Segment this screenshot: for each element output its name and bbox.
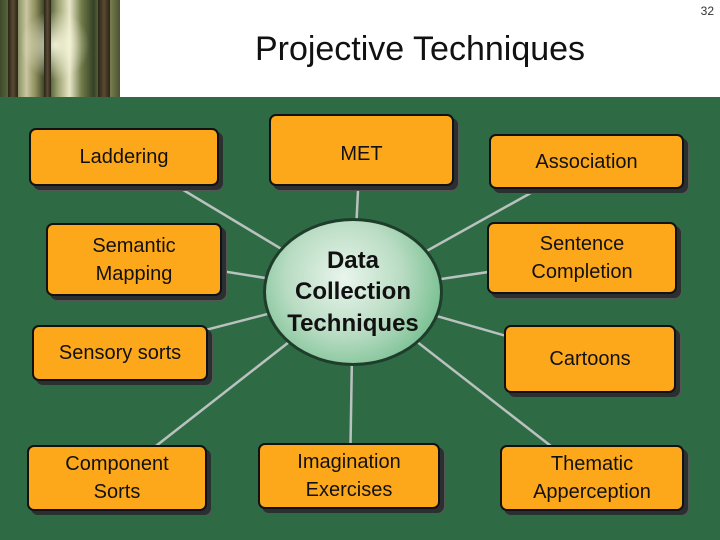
box-component-sorts: Component Sorts xyxy=(27,445,207,511)
box-association: Association xyxy=(489,134,684,189)
box-laddering: Laddering xyxy=(29,128,219,186)
box-met: MET xyxy=(269,114,454,186)
page-title: Projective Techniques xyxy=(254,30,586,68)
box-sentence-completion: Sentence Completion xyxy=(487,222,677,294)
box-imagination-exercises: Imagination Exercises xyxy=(258,443,440,509)
hub-data-collection: Data Collection Techniques xyxy=(263,218,443,366)
forest-photo xyxy=(0,0,120,97)
box-cartoons: Cartoons xyxy=(504,325,676,393)
slide-number: 32 xyxy=(700,4,714,18)
box-semantic-mapping: Semantic Mapping xyxy=(46,223,222,296)
box-thematic-apperception: Thematic Apperception xyxy=(500,445,684,511)
box-sensory-sorts: Sensory sorts xyxy=(32,325,208,381)
